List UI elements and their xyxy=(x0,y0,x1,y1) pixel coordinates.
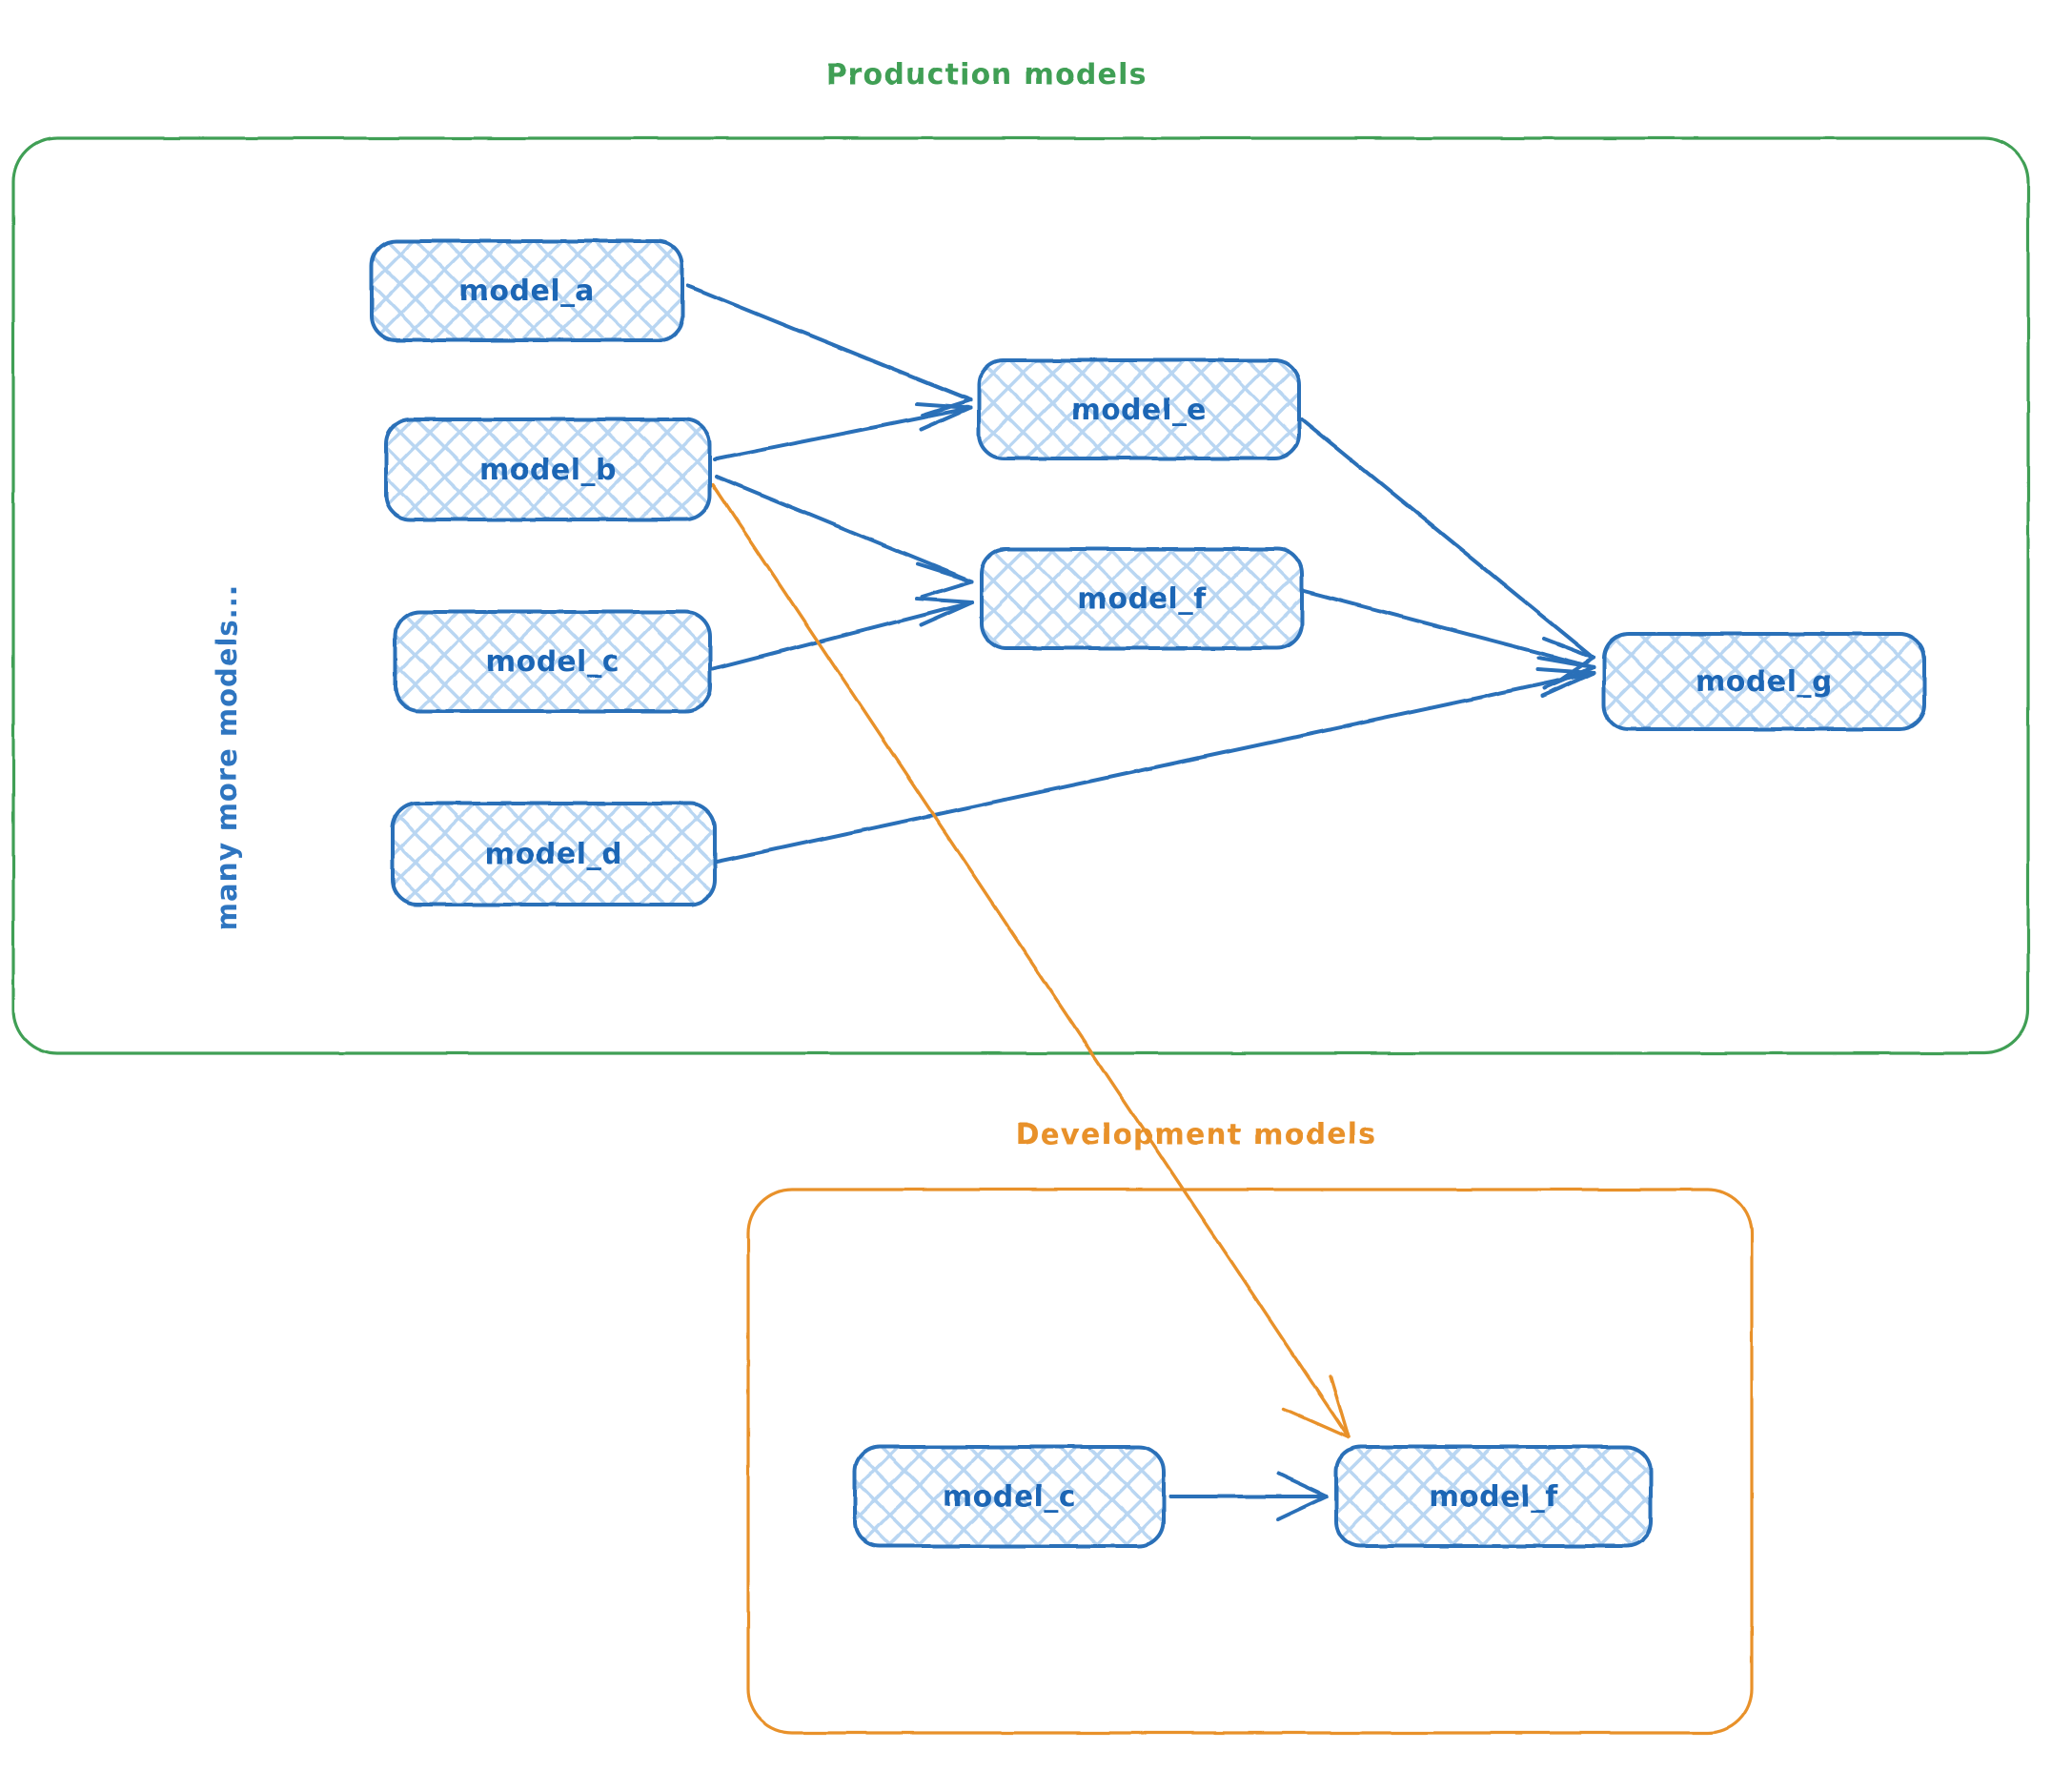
edge-e-to-g xyxy=(1300,417,1595,684)
node-box[interactable] xyxy=(394,610,712,713)
edge-a-to-e xyxy=(686,284,972,417)
node-prod-model-e[interactable]: model_e xyxy=(977,358,1301,460)
nodes-layer: model_a model_b model_c model_d model_e xyxy=(370,239,1926,1548)
group-production-label: Production models xyxy=(825,58,1147,92)
node-prod-model-a[interactable]: model_a xyxy=(370,239,684,342)
edge-c-to-f xyxy=(711,597,974,671)
node-label: model_e xyxy=(1071,394,1208,427)
node-prod-model-b[interactable]: model_b xyxy=(384,417,712,521)
edge-dev-c-to-dev-f xyxy=(1168,1472,1329,1521)
node-dev-model-c[interactable]: model_c xyxy=(853,1445,1166,1548)
group-development-label: Development models xyxy=(1016,1118,1377,1151)
node-box[interactable] xyxy=(384,417,712,521)
edge-d-to-g xyxy=(715,667,1595,864)
node-box[interactable] xyxy=(1602,632,1926,731)
node-prod-model-g[interactable]: model_g xyxy=(1602,632,1926,731)
many-more-models-label: many more models... xyxy=(211,584,243,930)
node-label: model_g xyxy=(1696,665,1833,699)
node-box[interactable] xyxy=(980,547,1304,650)
many-more-models-note: many more models... xyxy=(211,584,243,930)
edge-b-to-f xyxy=(715,475,974,599)
group-development: Development models xyxy=(746,1118,1754,1735)
node-label: model_c xyxy=(943,1480,1076,1514)
group-production-border xyxy=(11,136,2030,1055)
group-production: Production models xyxy=(11,58,2030,1055)
node-label: model_a xyxy=(459,275,596,308)
node-box[interactable] xyxy=(370,239,684,342)
node-label: model_d xyxy=(485,838,622,871)
edges-layer xyxy=(686,284,1595,1521)
node-box[interactable] xyxy=(391,802,717,906)
node-label: model_f xyxy=(1077,582,1207,616)
node-prod-model-d[interactable]: model_d xyxy=(391,802,717,906)
edge-b-to-e xyxy=(713,402,972,461)
node-box[interactable] xyxy=(977,358,1301,460)
node-box[interactable] xyxy=(853,1445,1166,1548)
node-box[interactable] xyxy=(1334,1445,1653,1548)
node-label: model_c xyxy=(486,645,620,679)
node-label: model_b xyxy=(479,454,617,487)
edge-prod-b-to-dev-f xyxy=(711,482,1351,1439)
node-dev-model-f[interactable]: model_f xyxy=(1334,1445,1653,1548)
group-development-border xyxy=(746,1188,1754,1735)
node-prod-model-c[interactable]: model_c xyxy=(394,610,712,713)
node-prod-model-f[interactable]: model_f xyxy=(980,547,1304,650)
node-label: model_f xyxy=(1429,1480,1558,1514)
